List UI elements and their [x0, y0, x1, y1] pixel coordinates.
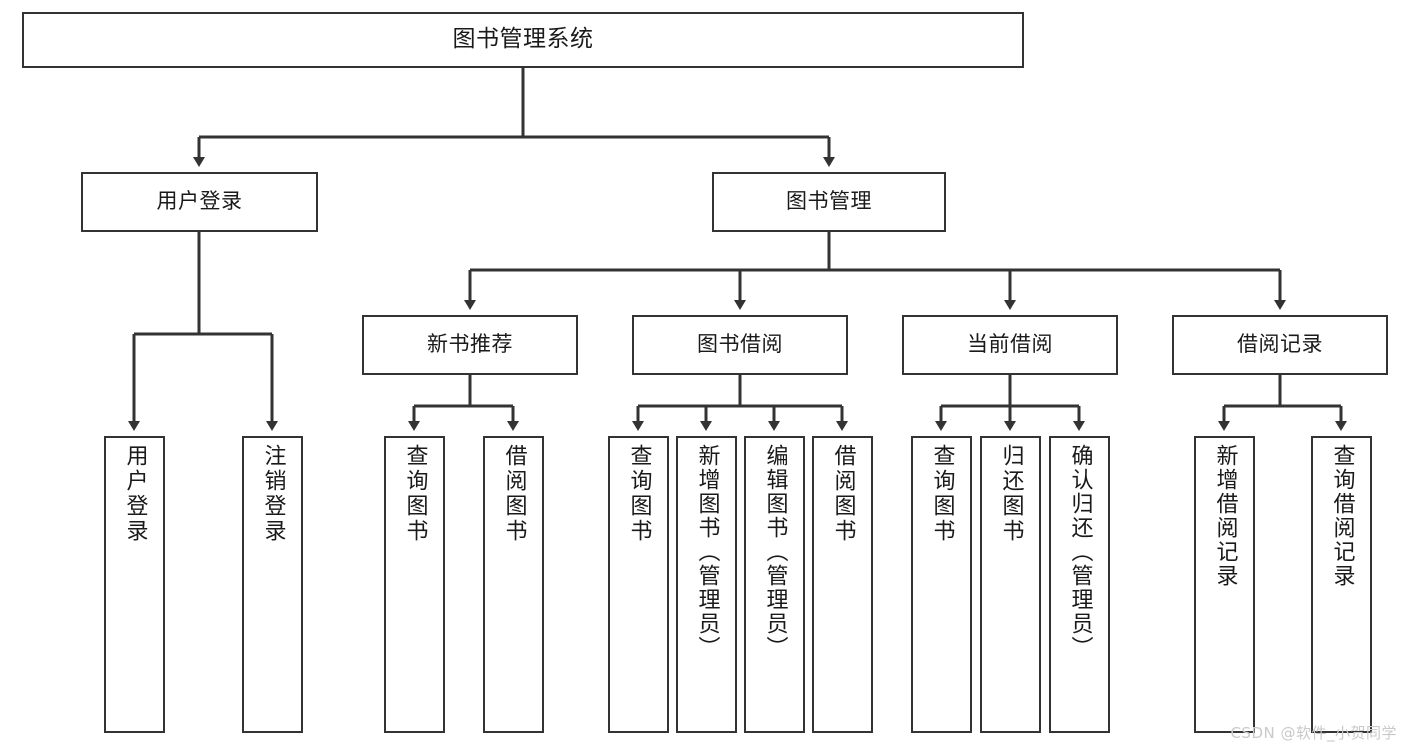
node-label: 借阅图书 — [501, 444, 527, 544]
node-label: 借阅记录 — [1237, 332, 1323, 357]
node-leaf-query-borrow-record[interactable]: 查询借阅记录 — [1311, 436, 1372, 733]
node-label: 查询图书 — [402, 444, 428, 544]
node-label: 新增借阅记录 — [1212, 444, 1238, 588]
node-leaf-return-book[interactable]: 归还图书 — [980, 436, 1041, 733]
node-label: 注销登录 — [260, 444, 286, 544]
node-book-borrow[interactable]: 图书借阅 — [632, 315, 848, 375]
node-leaf-query-book-newbook[interactable]: 查询图书 — [384, 436, 445, 733]
node-label: 图书借阅 — [697, 332, 783, 357]
watermark: CSDN @软件_小贺同学 — [1230, 724, 1397, 742]
node-label: 用户登录 — [156, 189, 243, 214]
node-current-borrow[interactable]: 当前借阅 — [902, 315, 1118, 375]
node-label: 查询借阅记录 — [1329, 444, 1355, 588]
node-leaf-logout[interactable]: 注销登录 — [242, 436, 303, 733]
node-label: 新书推荐 — [427, 332, 513, 357]
node-label: 借阅图书 — [830, 444, 856, 544]
node-leaf-borrow-book[interactable]: 借阅图书 — [812, 436, 873, 733]
node-leaf-edit-book-admin[interactable]: 编辑图书（管理员） — [744, 436, 805, 733]
node-label: 用户登录 — [122, 444, 148, 544]
node-label: 新增图书（管理员） — [694, 444, 720, 660]
node-leaf-query-book-current[interactable]: 查询图书 — [911, 436, 972, 733]
node-label: 当前借阅 — [967, 332, 1053, 357]
node-label: 图书管理系统 — [452, 26, 594, 53]
node-leaf-query-book-borrow[interactable]: 查询图书 — [608, 436, 669, 733]
node-label: 归还图书 — [998, 444, 1024, 544]
node-label: 查询图书 — [626, 444, 652, 544]
node-user-login[interactable]: 用户登录 — [81, 172, 318, 232]
node-label: 图书管理 — [786, 189, 872, 214]
node-new-book-recommend[interactable]: 新书推荐 — [362, 315, 578, 375]
node-leaf-add-borrow-record[interactable]: 新增借阅记录 — [1194, 436, 1255, 733]
node-label: 编辑图书（管理员） — [762, 444, 788, 660]
node-label: 确认归还（管理员） — [1067, 444, 1093, 660]
node-borrow-record[interactable]: 借阅记录 — [1172, 315, 1388, 375]
node-book-management[interactable]: 图书管理 — [712, 172, 946, 232]
node-leaf-borrow-book-newbook[interactable]: 借阅图书 — [483, 436, 544, 733]
node-leaf-confirm-return-admin[interactable]: 确认归还（管理员） — [1049, 436, 1110, 733]
node-leaf-add-book-admin[interactable]: 新增图书（管理员） — [676, 436, 737, 733]
node-leaf-user-login[interactable]: 用户登录 — [104, 436, 165, 733]
node-label: 查询图书 — [929, 444, 955, 544]
node-root-book-management-system[interactable]: 图书管理系统 — [22, 12, 1024, 68]
